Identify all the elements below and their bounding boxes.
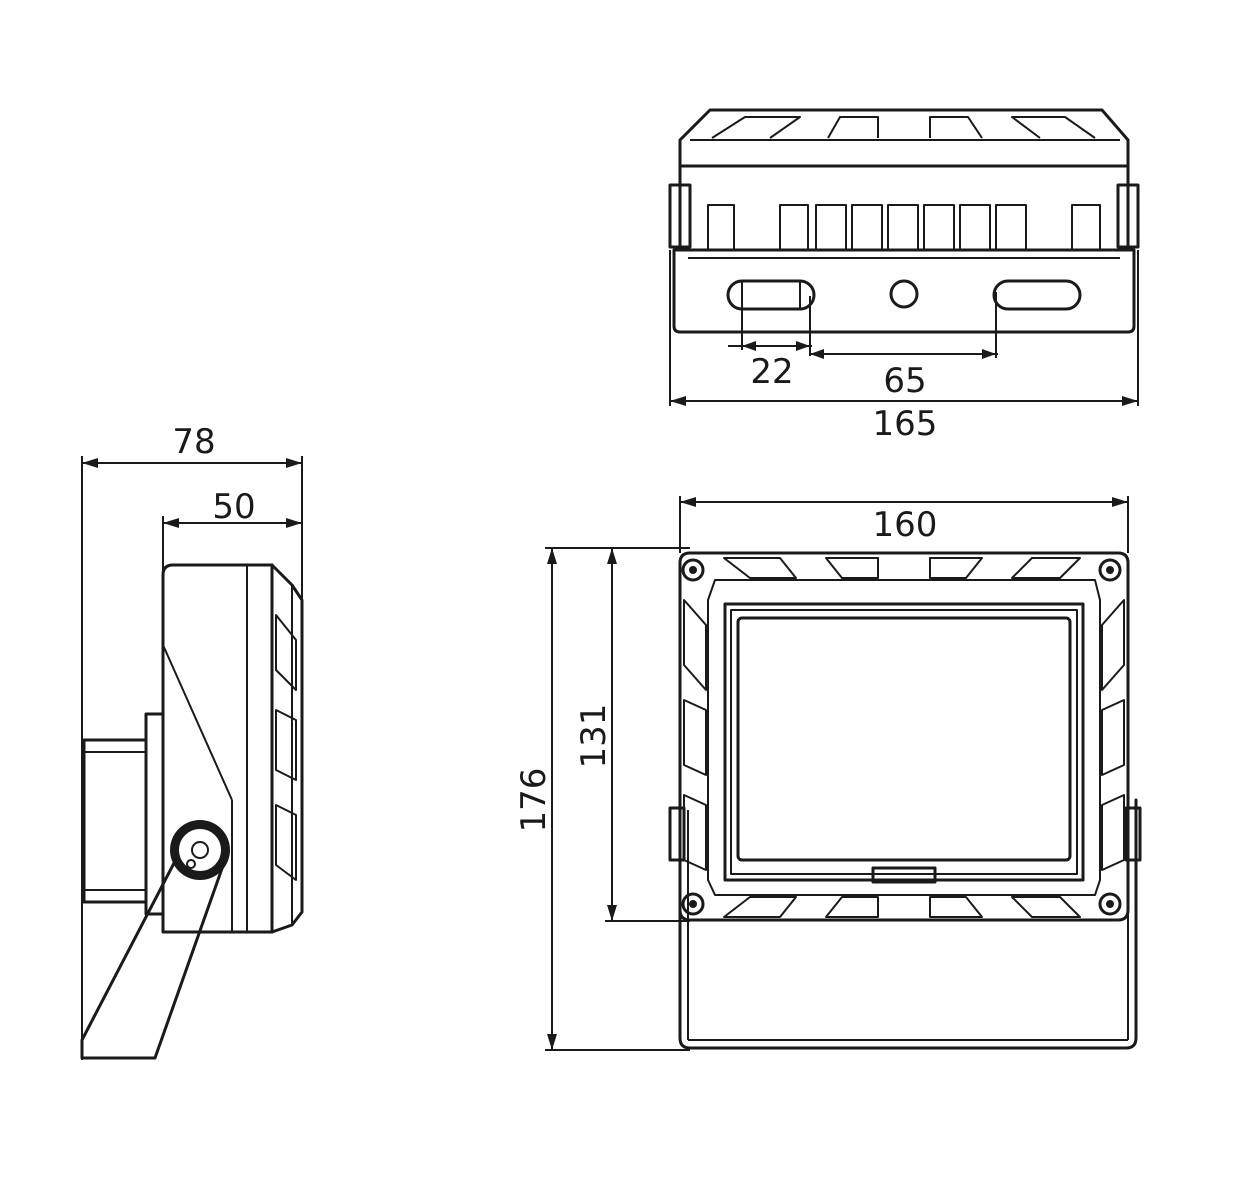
front-view-dimensions: 160 176 131 <box>514 496 1129 1051</box>
dim-top-slot-width: 22 <box>750 352 793 392</box>
dim-front-width: 160 <box>873 505 938 545</box>
dim-side-body-depth: 50 <box>212 487 255 527</box>
dim-front-inner-height: 131 <box>574 704 614 769</box>
front-view <box>668 551 1142 1050</box>
top-view-dimensions: 22 65 165 <box>669 250 1139 444</box>
side-view <box>80 563 304 1060</box>
top-view <box>668 108 1140 334</box>
dim-top-slot-spacing: 65 <box>883 361 926 401</box>
dim-side-total-depth: 78 <box>172 422 215 462</box>
dim-top-total-width: 165 <box>873 404 938 444</box>
side-view-dimensions: 78 50 <box>81 422 303 1060</box>
dim-front-total-height: 176 <box>514 768 554 833</box>
